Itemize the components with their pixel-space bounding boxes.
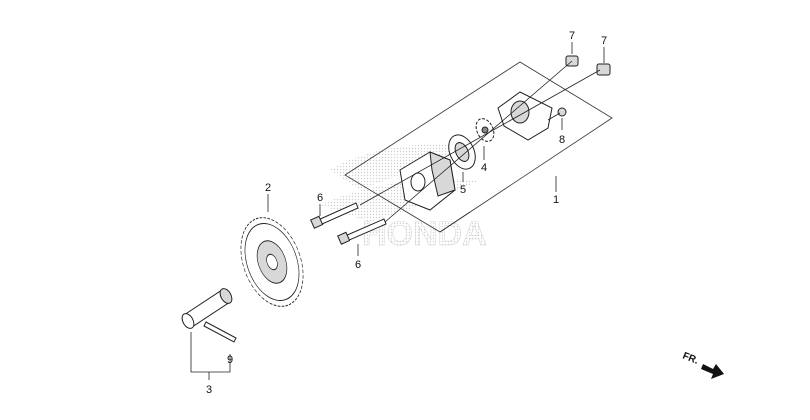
- bolt-upper-head: [310, 215, 324, 229]
- screw-shank: [547, 112, 561, 121]
- callout-7-left: 7: [569, 30, 575, 42]
- callout-4: 4: [481, 162, 487, 174]
- pin-part: [203, 321, 237, 343]
- callout-5: 5: [460, 184, 466, 196]
- callout-9: 9: [227, 354, 233, 366]
- leader-lines: [190, 42, 605, 380]
- assembly-frame: [344, 61, 613, 233]
- pump-port: [410, 172, 426, 192]
- callouts: 1 2 3 4 5 6 6 7 7 8 9: [206, 30, 607, 396]
- bolt-lower-head: [337, 231, 351, 245]
- shaft-face: [181, 313, 195, 329]
- guide-line-b: [384, 60, 573, 223]
- bolt-lower: [337, 218, 387, 245]
- assembly-edge: [439, 211, 471, 233]
- front-label: FR.: [681, 351, 700, 367]
- inner-rotor: [475, 118, 495, 142]
- pump-cover: [497, 91, 553, 141]
- callout-2: 2: [265, 182, 271, 194]
- guide-lines: [359, 60, 601, 223]
- front-arrow-icon: [701, 364, 724, 379]
- shaft-end: [219, 288, 233, 304]
- dowel-pin-right-body: [596, 63, 611, 76]
- shaft-part: [181, 288, 233, 329]
- callout-6-lower: 6: [355, 259, 361, 271]
- callout-8: 8: [559, 134, 565, 146]
- pump-body: [399, 151, 456, 211]
- callout-7-right: 7: [601, 35, 607, 47]
- front-direction-indicator: FR.: [681, 351, 724, 379]
- callout-6-upper: 6: [317, 192, 323, 204]
- callout-1: 1: [553, 194, 559, 206]
- inner-rotor-bore: [481, 126, 489, 134]
- callout-3: 3: [206, 384, 212, 396]
- gear-part: [240, 217, 304, 307]
- assembly-outline: [344, 61, 613, 233]
- dowel-pin-right: [596, 63, 611, 76]
- screw-part: [547, 107, 567, 121]
- gear-bore: [266, 253, 278, 271]
- screw-head: [557, 107, 567, 117]
- pin-body: [203, 321, 237, 343]
- outer-rotor-bore: [454, 142, 470, 162]
- pump-housing-side: [429, 151, 456, 197]
- guide-line-a: [359, 69, 601, 206]
- cover-boss: [510, 100, 530, 124]
- leader-3-bracket: [190, 332, 231, 373]
- bolt-upper: [310, 202, 359, 229]
